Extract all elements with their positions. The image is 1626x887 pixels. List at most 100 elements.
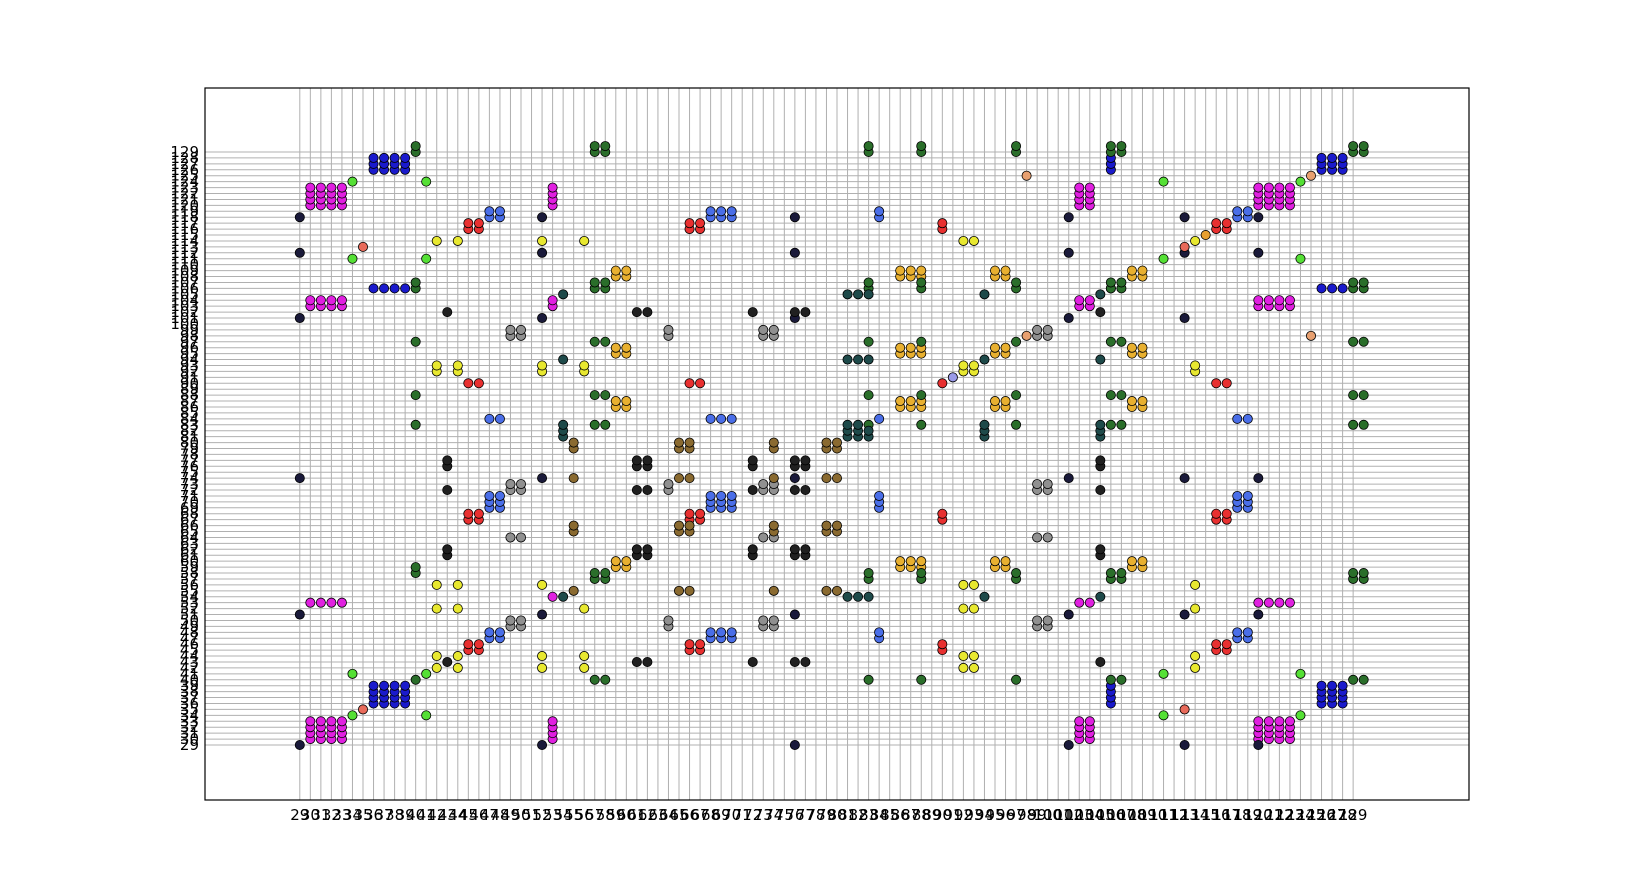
data-point — [1242, 413, 1253, 424]
x-tick-label: 70 — [722, 806, 741, 824]
y-tick-label: 41 — [180, 665, 199, 683]
data-point — [1358, 419, 1369, 430]
data-point — [610, 342, 621, 353]
x-tick-label: 89 — [922, 806, 941, 824]
data-point — [990, 396, 1001, 407]
data-point — [1232, 206, 1243, 217]
data-point — [305, 295, 316, 306]
data-point — [631, 307, 642, 318]
data-point — [695, 639, 706, 650]
x-tick-label: 34 — [343, 806, 362, 824]
x-tick-label: 78 — [806, 806, 825, 824]
data-point — [1063, 609, 1074, 620]
data-point — [1221, 218, 1232, 229]
y-tick-label: 62 — [180, 540, 199, 558]
data-point — [610, 396, 621, 407]
data-point — [631, 544, 642, 555]
data-point — [979, 591, 990, 602]
x-tick-label: 57 — [585, 806, 604, 824]
data-point — [789, 247, 800, 258]
y-tick-label: 100 — [170, 315, 199, 333]
data-point — [1190, 662, 1201, 673]
x-tick-label: 29 — [290, 806, 309, 824]
data-point — [1126, 396, 1137, 407]
data-point — [1105, 674, 1116, 685]
data-point — [1137, 396, 1148, 407]
y-tick-label: 42 — [180, 659, 199, 677]
x-tick-label: 79 — [817, 806, 836, 824]
data-point — [431, 235, 442, 246]
x-tick-label: 102 — [1054, 806, 1083, 824]
data-point — [442, 544, 453, 555]
x-tick-label: 82 — [849, 806, 868, 824]
data-point — [937, 378, 948, 389]
data-point — [895, 396, 906, 407]
data-point — [1032, 324, 1043, 335]
data-point — [1232, 627, 1243, 638]
data-point — [1095, 485, 1106, 496]
y-tick-label: 99 — [180, 321, 199, 339]
data-point — [1221, 639, 1232, 650]
y-tick-label: 71 — [180, 487, 199, 505]
data-point — [1190, 651, 1201, 662]
data-point — [1274, 182, 1285, 193]
data-point — [842, 591, 853, 602]
data-point — [1306, 170, 1317, 181]
data-point — [832, 437, 843, 448]
y-tick-label: 29 — [180, 736, 199, 754]
data-point — [326, 182, 337, 193]
y-tick-label: 69 — [180, 499, 199, 517]
data-point — [916, 277, 927, 288]
data-point — [1063, 313, 1074, 324]
data-point — [990, 342, 1001, 353]
y-tick-label: 93 — [180, 356, 199, 374]
data-point — [916, 556, 927, 567]
data-point — [389, 283, 400, 294]
data-point — [832, 520, 843, 531]
data-point — [1316, 680, 1327, 691]
data-point — [537, 579, 548, 590]
data-point — [968, 651, 979, 662]
x-tick-label: 48 — [490, 806, 509, 824]
data-point — [1042, 615, 1053, 626]
y-tick-label: 123 — [170, 179, 199, 197]
data-point — [821, 520, 832, 531]
data-point — [463, 378, 474, 389]
x-tick-label: 32 — [322, 806, 341, 824]
data-point — [800, 455, 811, 466]
x-tick-label: 63 — [648, 806, 667, 824]
data-point — [958, 603, 969, 614]
data-point — [958, 235, 969, 246]
data-point — [410, 336, 421, 347]
data-point — [589, 336, 600, 347]
data-point — [1232, 490, 1243, 501]
data-point — [684, 520, 695, 531]
x-tick-label: 35 — [353, 806, 372, 824]
x-tick-label: 101 — [1044, 806, 1073, 824]
data-point — [684, 639, 695, 650]
data-point — [674, 473, 685, 484]
data-point — [1348, 277, 1359, 288]
data-point — [1242, 206, 1253, 217]
data-point — [1095, 591, 1106, 602]
y-tick-label: 51 — [180, 606, 199, 624]
data-point — [1211, 639, 1222, 650]
x-tick-label: 116 — [1202, 806, 1231, 824]
data-point — [410, 390, 421, 401]
data-point — [1179, 473, 1190, 484]
x-tick-label: 114 — [1181, 806, 1210, 824]
data-point — [1095, 544, 1106, 555]
x-tick-label: 129 — [1339, 806, 1368, 824]
y-tick-label: 115 — [170, 226, 199, 244]
y-tick-label: 38 — [180, 683, 199, 701]
y-tick-label: 33 — [180, 712, 199, 730]
data-point — [905, 396, 916, 407]
data-point — [410, 419, 421, 430]
y-tick-label: 87 — [180, 392, 199, 410]
data-point — [1337, 283, 1348, 294]
x-tick-label: 118 — [1223, 806, 1252, 824]
data-point — [1095, 289, 1106, 300]
data-point — [726, 627, 737, 638]
data-point — [1084, 295, 1095, 306]
data-point — [537, 609, 548, 620]
